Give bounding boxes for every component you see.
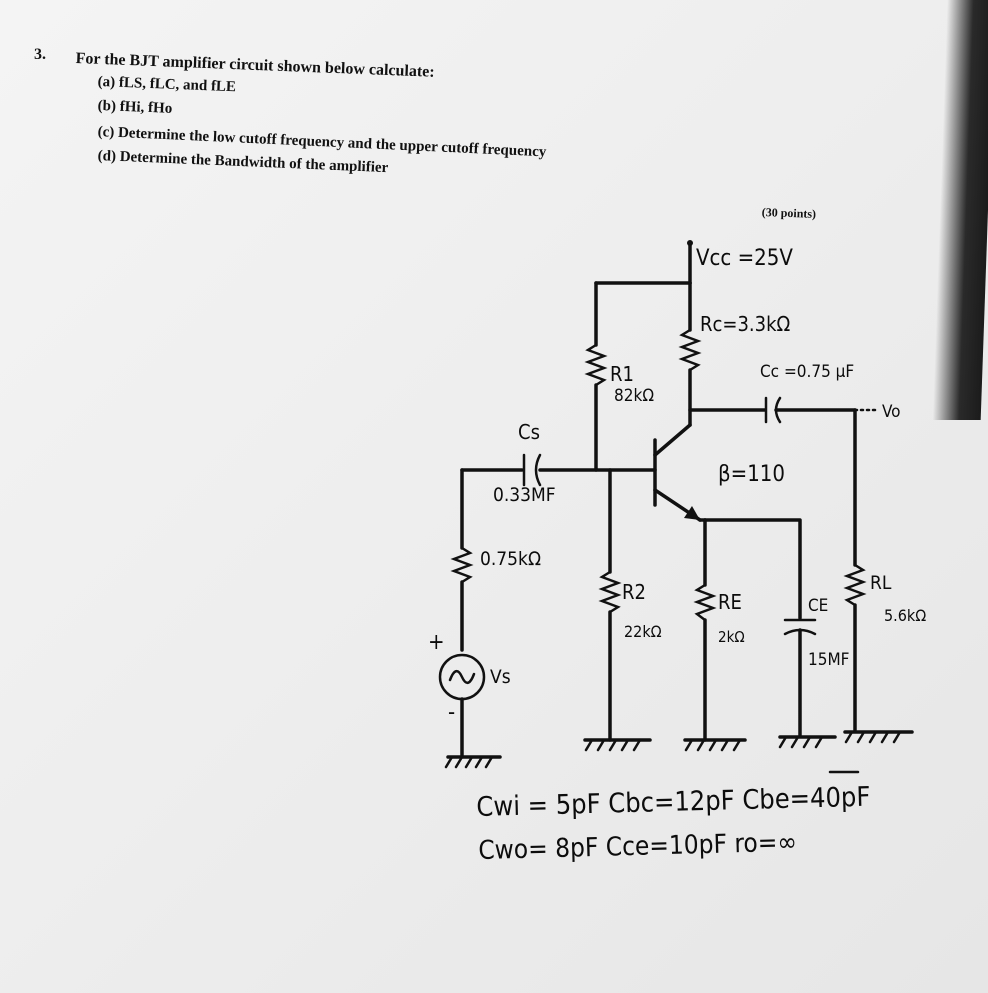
ground-symbols [444,730,914,769]
bjt-collector-lead [653,423,692,457]
rl-resistor [843,563,867,607]
r2-resistor [598,570,622,614]
cc-label: Cc =0.75 µF [760,362,855,382]
question-number: 3. [34,46,46,63]
emitter-to-ce-wire [703,518,802,620]
r1-resistor [584,343,608,387]
vs-label: Vs [490,666,511,688]
vs-minus-label: - [448,700,456,725]
vs-plus-label: + [428,630,445,655]
r2-name-label: R2 [622,580,646,604]
vs-sine [448,670,476,684]
vcc-label: Vcc =25V [696,246,793,271]
rs-value-label: 0.75kΩ [480,548,542,570]
vcc-terminal [687,240,693,246]
cs-plate-2 [534,453,542,487]
r1-value-label: 82kΩ [614,386,655,406]
ce-value-label: 15MF [808,650,850,670]
cs-value-label: 0.33MF [493,484,556,506]
bjt-emitter-arrow [684,506,700,520]
cs-name-label: Cs [518,420,540,444]
beta-label: β=110 [718,462,785,487]
rc-label: Rc=3.3kΩ [700,312,791,336]
rl-name-label: RL [870,572,892,594]
rs-resistor [450,546,474,584]
re-resistor [693,583,717,622]
vo-label: Vo [882,402,901,422]
r2-value-label: 22kΩ [624,622,662,641]
rc-resistor [678,328,702,372]
r1-name-label: R1 [610,362,634,386]
rl-value-label: 5.6kΩ [884,606,927,625]
re-name-label: RE [718,590,742,614]
re-value-label: 2kΩ [718,628,745,646]
ce-name-label: CE [808,596,829,616]
